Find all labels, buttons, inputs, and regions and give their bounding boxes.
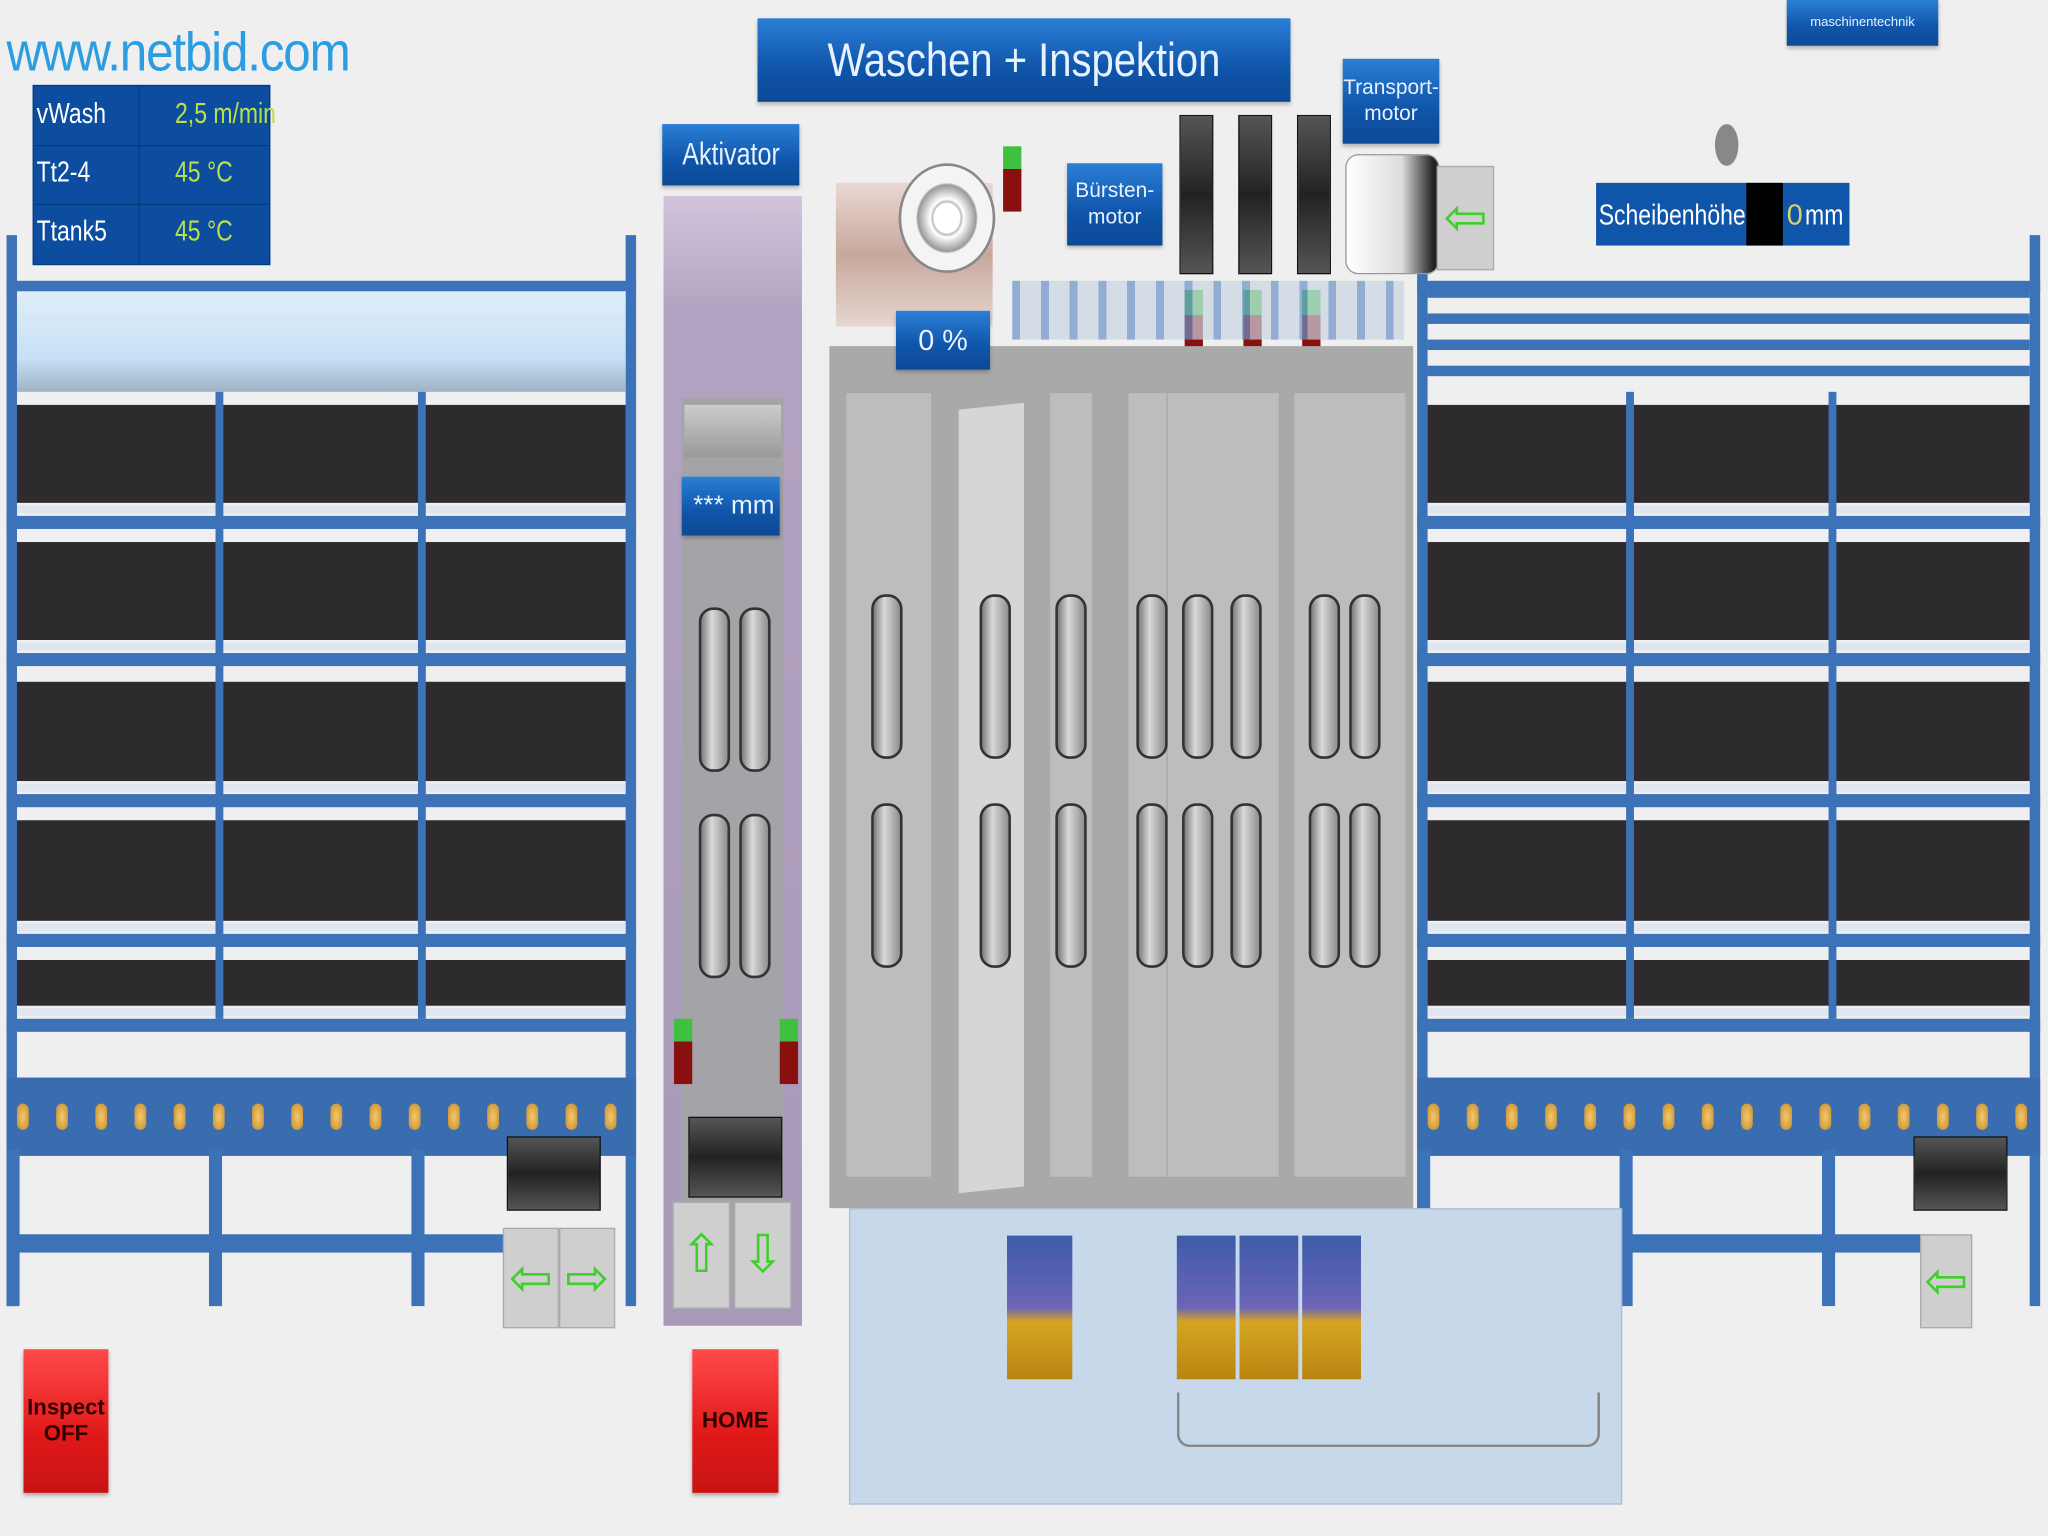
glass-height-display: Scheibenhöhe 0 mm [1596,182,1850,246]
brush-motor-icon [1296,114,1331,275]
conveyor-motor-icon [506,1136,601,1211]
valve-indicator [779,1018,799,1085]
page-title: Waschen + Inspektion [757,18,1291,102]
outfeed-conveyor [1417,235,2041,1307]
brand-tag: maschinentechnik [1786,0,1939,46]
spray-nozzles [1012,280,1405,340]
aktivator-height-display: *** mm [681,476,780,536]
pump-icon [1239,1235,1299,1380]
water-tank [848,1208,1623,1505]
brush-window [1182,594,1214,759]
transport-motor-label: Transport-motor [1342,58,1440,144]
parameter-label: Ttank5 [36,214,107,247]
aktivator-label: Aktivator [662,124,800,186]
brush-window [1308,803,1341,968]
status-lamp [1714,124,1739,166]
glass-height-value: 0 [1786,198,1803,232]
brush-motor-label: Bürsten-motor [1067,163,1163,246]
sensor-window [698,607,731,772]
pump-icon [1007,1235,1073,1380]
aktivator-down-button[interactable]: ⇩ [734,1201,792,1309]
lift-motor-icon [688,1116,783,1198]
transport-motor-icon [1345,154,1440,275]
brush-window [979,594,1011,759]
sensor-window [739,813,771,979]
fan-percent-display: 0 % [895,310,991,370]
brush-motor-icon [1179,114,1214,275]
fan-icon [898,163,996,273]
parameter-label: Tt2-4 [36,155,91,189]
glass-height-label: Scheibenhöhe [1598,198,1746,232]
pump-icon [1176,1235,1236,1380]
brush-motor-icon [1238,114,1273,275]
parameter-row: vWash 2,5 m/min [33,86,276,147]
infeed-conveyor [6,235,637,1307]
pipe [1176,1392,1600,1448]
parameter-value: 2,5 m/min [175,96,276,130]
parameter-row: Tt2-4 45 °C [33,145,270,206]
parameter-label: vWash [36,96,106,130]
home-button[interactable]: HOME [692,1349,779,1493]
brush-window [1136,803,1168,968]
glass-height-unit: mm [1805,198,1844,232]
infeed-left-button[interactable]: ⇦ [502,1227,560,1329]
fan-valve-indicator [1003,146,1022,212]
aktivator-up-button[interactable]: ⇧ [672,1201,731,1309]
brush-window [1349,803,1381,968]
wash-machine-body [829,346,1414,1209]
infeed-right-button[interactable]: ⇨ [559,1227,616,1329]
valve-indicator [673,1018,693,1085]
parameter-table: vWash 2,5 m/min Tt2-4 45 °C Ttank5 45 °C [32,84,276,266]
inspect-toggle-button[interactable]: Inspect OFF [23,1349,109,1493]
parameter-row: Ttank5 45 °C [34,204,269,263]
transport-left-button[interactable]: ⇦ [1436,165,1495,271]
pump-icon [1302,1235,1361,1380]
brush-window [1182,803,1214,968]
parameter-value: 45 °C [175,155,233,189]
brush-window [1308,594,1341,759]
outfeed-left-button[interactable]: ⇦ [1919,1234,1973,1329]
brush-window [1349,594,1381,759]
brush-window [1055,594,1087,759]
sensor-window [739,607,771,772]
brush-window [1055,803,1087,968]
brush-window [1230,803,1262,968]
brush-window [979,803,1011,968]
sensor-window [698,813,731,979]
brush-window [871,803,903,968]
watermark: www.netbid.com [6,20,351,83]
brush-window [871,594,903,759]
parameter-value: 45 °C [175,214,233,247]
brush-window [1230,594,1262,759]
conveyor-motor-icon [1913,1136,2008,1211]
brush-window [1136,594,1168,759]
